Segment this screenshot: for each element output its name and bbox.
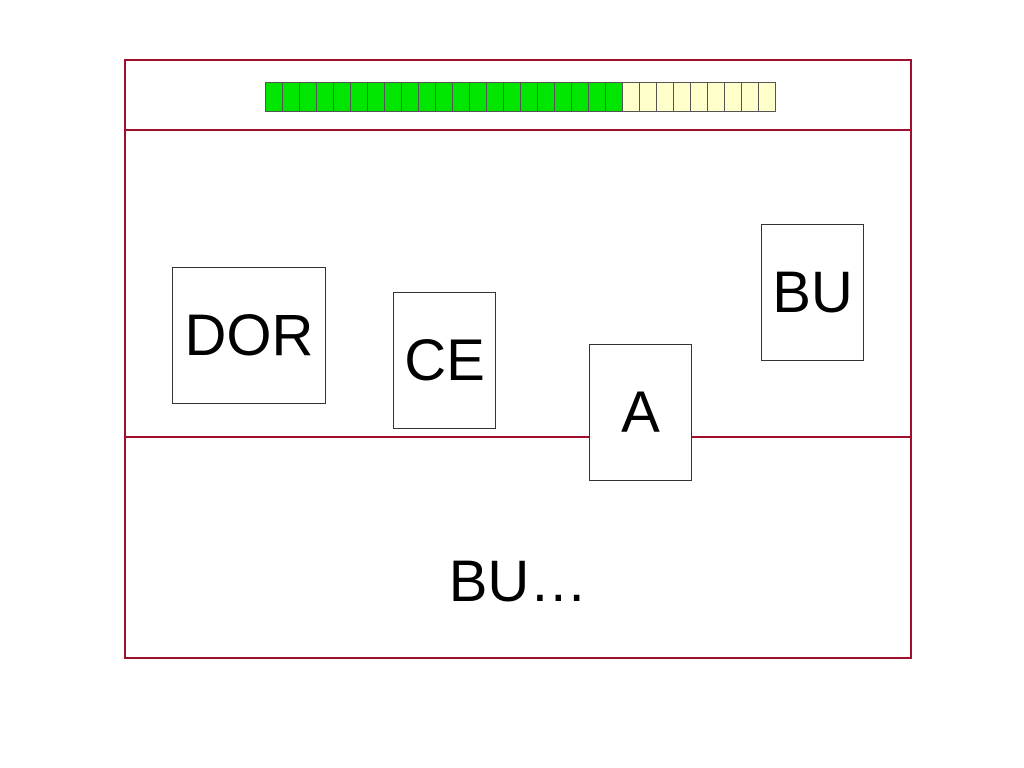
progress-cell-pending [742, 82, 759, 112]
syllable-card-label: BU [772, 260, 853, 325]
progress-cell-done [385, 82, 402, 112]
syllable-panel: DOR CE A BU [126, 131, 910, 481]
progress-cell-done [453, 82, 470, 112]
progress-cell-done [317, 82, 334, 112]
syllable-card-label: A [621, 380, 660, 445]
progress-panel [126, 61, 910, 131]
progress-cell-done [402, 82, 419, 112]
progress-cell-pending [759, 82, 776, 112]
progress-cell-done [521, 82, 538, 112]
progress-cell-done [470, 82, 487, 112]
progress-cell-done [487, 82, 504, 112]
progress-cell-done [606, 82, 623, 112]
progress-cell-done [538, 82, 555, 112]
syllable-card-a[interactable]: A [589, 344, 692, 481]
syllable-card-dor[interactable]: DOR [172, 267, 326, 404]
progress-bar [265, 82, 776, 112]
answer-text: BU… [448, 549, 588, 614]
progress-cell-pending [657, 82, 674, 112]
progress-cell-pending [708, 82, 725, 112]
progress-cell-done [572, 82, 589, 112]
syllable-card-label: CE [404, 328, 485, 393]
progress-cell-done [300, 82, 317, 112]
game-frame: DOR CE A BU BU… [124, 59, 912, 659]
progress-cell-done [589, 82, 606, 112]
progress-cell-pending [623, 82, 640, 112]
progress-cell-done [283, 82, 300, 112]
progress-cell-done [266, 82, 283, 112]
syllable-card-label: DOR [184, 303, 314, 368]
progress-cell-done [555, 82, 572, 112]
syllable-card-bu[interactable]: BU [761, 224, 864, 361]
progress-cell-pending [640, 82, 657, 112]
answer-panel: BU… [126, 438, 910, 657]
syllable-card-ce[interactable]: CE [393, 292, 496, 429]
progress-cell-done [504, 82, 521, 112]
progress-cell-pending [725, 82, 742, 112]
progress-cell-done [351, 82, 368, 112]
progress-cell-done [436, 82, 453, 112]
progress-cell-pending [674, 82, 691, 112]
progress-cell-done [419, 82, 436, 112]
progress-cell-pending [691, 82, 708, 112]
progress-cell-done [334, 82, 351, 112]
progress-cell-done [368, 82, 385, 112]
